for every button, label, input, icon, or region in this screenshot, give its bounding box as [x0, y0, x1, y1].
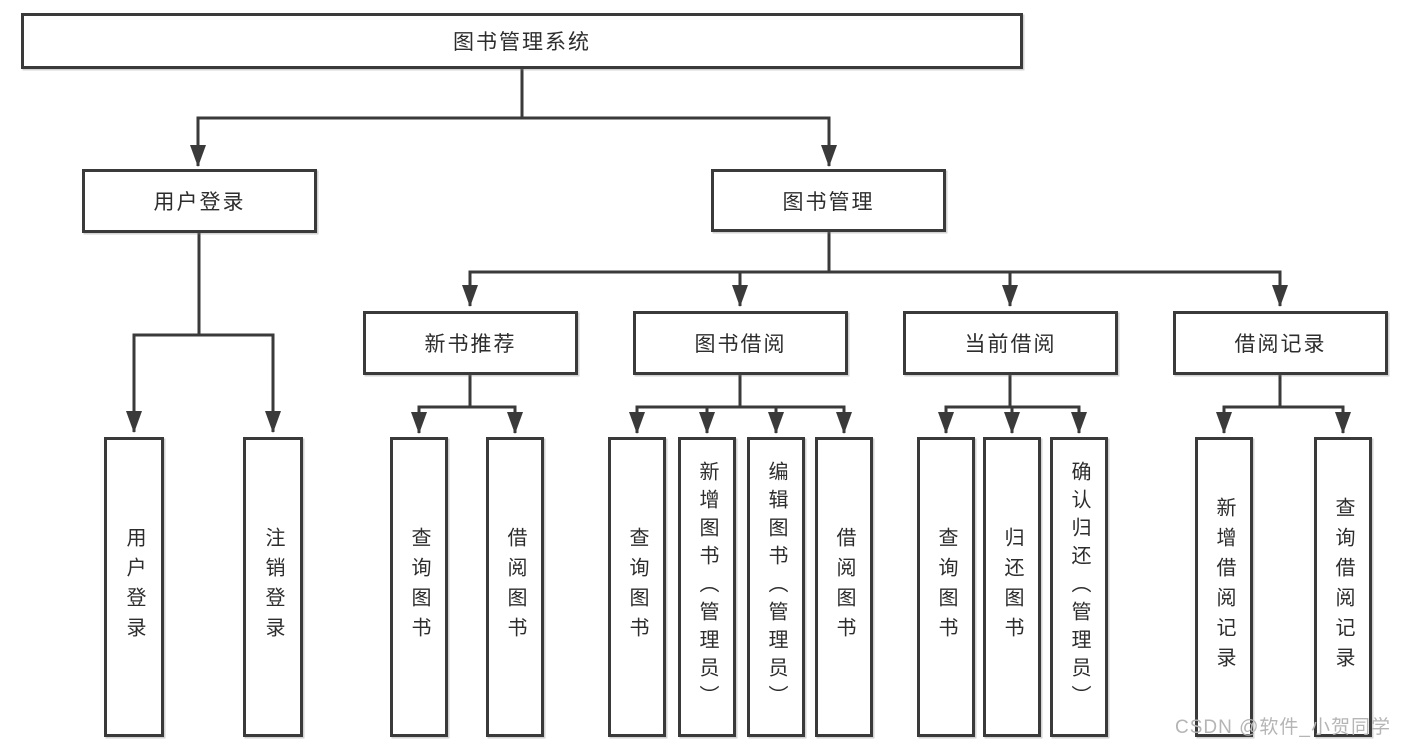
node-current-borrow: 当前借阅: [903, 311, 1118, 375]
leaf-label: 新增借阅记录: [1213, 497, 1235, 677]
leaf-query-books-current: 查询图书: [917, 437, 975, 737]
leaf-label: 归还图书: [1001, 527, 1023, 647]
leaf-label: 编辑图书（管理员）: [765, 461, 787, 713]
node-user-login-label: 用户登录: [153, 191, 246, 214]
leaf-return-books: 归还图书: [983, 437, 1041, 737]
csdn-watermark: CSDN @软件_小贺同学: [1175, 717, 1391, 738]
leaf-label: 查询图书: [408, 527, 430, 647]
node-current-borrow-label: 当前借阅: [964, 333, 1057, 356]
leaf-query-books-borrow: 查询图书: [608, 437, 666, 737]
leaf-label: 查询借阅记录: [1332, 497, 1354, 677]
leaf-logout: 注销登录: [243, 437, 303, 737]
node-book-borrow-label: 图书借阅: [694, 333, 787, 356]
node-root: 图书管理系统: [21, 13, 1023, 69]
node-new-book-recommend-label: 新书推荐: [424, 333, 517, 356]
leaf-edit-books-admin: 编辑图书（管理员）: [747, 437, 805, 737]
leaf-add-borrow-record: 新增借阅记录: [1195, 437, 1253, 737]
node-book-management: 图书管理: [711, 169, 946, 232]
node-new-book-recommend: 新书推荐: [363, 311, 578, 375]
leaf-user-login: 用户登录: [104, 437, 164, 737]
leaf-add-books-admin: 新增图书（管理员）: [678, 437, 736, 737]
node-book-borrow: 图书借阅: [633, 311, 848, 375]
leaf-query-books-recommend: 查询图书: [390, 437, 448, 737]
node-book-management-label: 图书管理: [782, 190, 875, 214]
node-borrow-records: 借阅记录: [1173, 311, 1388, 375]
leaf-label: 借阅图书: [504, 527, 526, 647]
leaf-label: 确认归还（管理员）: [1068, 461, 1090, 713]
node-root-label: 图书管理系统: [453, 31, 591, 54]
leaf-label: 借阅图书: [833, 527, 855, 647]
leaf-label: 注销登录: [262, 527, 284, 647]
leaf-borrow-books-recommend: 借阅图书: [486, 437, 544, 737]
leaf-label: 用户登录: [123, 527, 145, 647]
leaf-label: 查询图书: [626, 527, 648, 647]
leaf-label: 新增图书（管理员）: [696, 461, 718, 713]
node-user-login: 用户登录: [82, 169, 317, 233]
leaf-confirm-return-admin: 确认归还（管理员）: [1050, 437, 1108, 737]
leaf-label: 查询图书: [935, 527, 957, 647]
leaf-query-borrow-record: 查询借阅记录: [1314, 437, 1372, 737]
leaf-borrow-books: 借阅图书: [815, 437, 873, 737]
node-borrow-records-label: 借阅记录: [1234, 333, 1327, 356]
